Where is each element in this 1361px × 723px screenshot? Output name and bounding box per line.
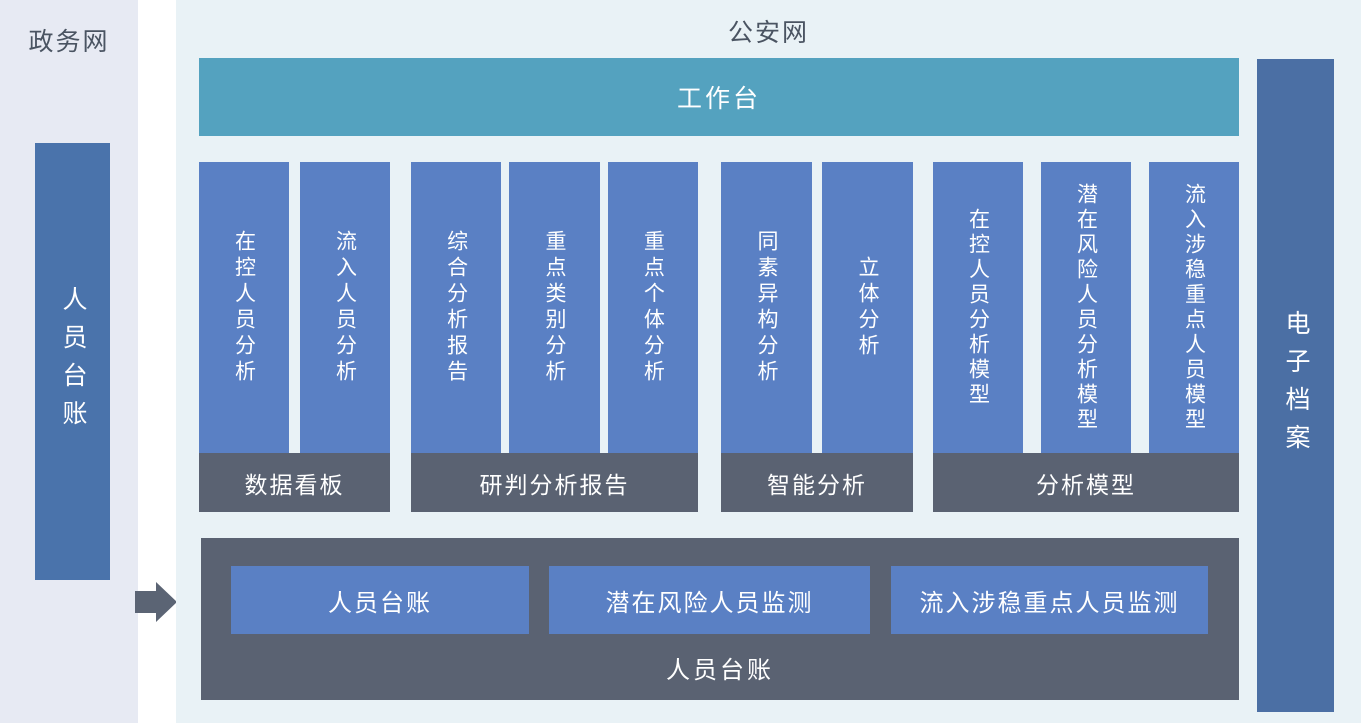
module-label: 潜在风险人员分析模型 [1074, 182, 1098, 433]
module-comprehensive-analysis-report: 综合分析报告 [411, 162, 502, 453]
group-analysis-report: 综合分析报告 重点类别分析 重点个体分析 研判分析报告 [411, 162, 698, 512]
police-network-title: 公安网 [727, 19, 809, 47]
module-label: 重点个体分析 [641, 229, 665, 386]
module-key-individual-analysis: 重点个体分析 [607, 162, 698, 453]
group-label-data-dashboard: 数据看板 [199, 453, 390, 512]
module-controlled-personnel-model: 在控人员分析模型 [933, 162, 1023, 453]
group-analysis-models: 在控人员分析模型 潜在风险人员分析模型 流入涉稳重点人员模型 分析模型 [933, 162, 1239, 512]
module-potential-risk-model: 潜在风险人员分析模型 [1041, 162, 1131, 453]
module-inflow-personnel-analysis: 流入人员分析 [300, 162, 390, 453]
module-label: 在控人员分析 [232, 229, 256, 386]
personnel-ledger-box: 人员台账 潜在风险人员监测 流入涉稳重点人员监测 人员台账 [201, 538, 1239, 700]
module-inflow-key-personnel-model: 流入涉稳重点人员模型 [1149, 162, 1239, 453]
module-controlled-personnel-analysis: 在控人员分析 [199, 162, 289, 453]
module-isomer-analysis: 同素异构分析 [721, 162, 812, 453]
gov-network-title: 政务网 [28, 28, 110, 56]
inflow-key-personnel-monitoring-block: 流入涉稳重点人员监测 [891, 566, 1208, 634]
group-label-analysis-models: 分析模型 [933, 453, 1239, 512]
module-label: 立体分析 [856, 255, 879, 360]
module-key-category-analysis: 重点类别分析 [509, 162, 600, 453]
personnel-ledger-source-label: 人员台账 [59, 285, 87, 438]
personnel-ledger-source-block: 人员台账 [35, 143, 110, 580]
flow-arrow-icon [135, 582, 177, 622]
personnel-ledger-box-label: 人员台账 [666, 657, 774, 684]
module-label: 综合分析报告 [444, 229, 468, 386]
e-archive-label: 电子档案 [1282, 309, 1310, 462]
group-label-intelligent-analysis: 智能分析 [721, 453, 913, 512]
module-label: 重点类别分析 [542, 229, 566, 386]
police-network-panel: 公安网 工作台 在控人员分析 流入人员分析 数据看板 综合分析报告 [176, 0, 1361, 723]
personnel-ledger-block: 人员台账 [231, 566, 529, 634]
e-archive-block: 电子档案 [1257, 59, 1334, 712]
potential-risk-monitoring-block: 潜在风险人员监测 [549, 566, 870, 634]
workbench-bar: 工作台 [199, 58, 1239, 136]
module-label: 同素异构分析 [755, 229, 778, 386]
group-data-dashboard: 在控人员分析 流入人员分析 数据看板 [199, 162, 390, 512]
module-label: 流入涉稳重点人员模型 [1182, 182, 1206, 433]
gov-network-panel: 政务网 人员台账 [0, 0, 138, 723]
workbench-label: 工作台 [676, 85, 761, 113]
module-label: 流入人员分析 [333, 229, 357, 386]
group-label-analysis-report: 研判分析报告 [411, 453, 698, 512]
module-stereo-analysis: 立体分析 [822, 162, 913, 453]
module-label: 在控人员分析模型 [966, 207, 990, 408]
group-intelligent-analysis: 同素异构分析 立体分析 智能分析 [721, 162, 913, 512]
